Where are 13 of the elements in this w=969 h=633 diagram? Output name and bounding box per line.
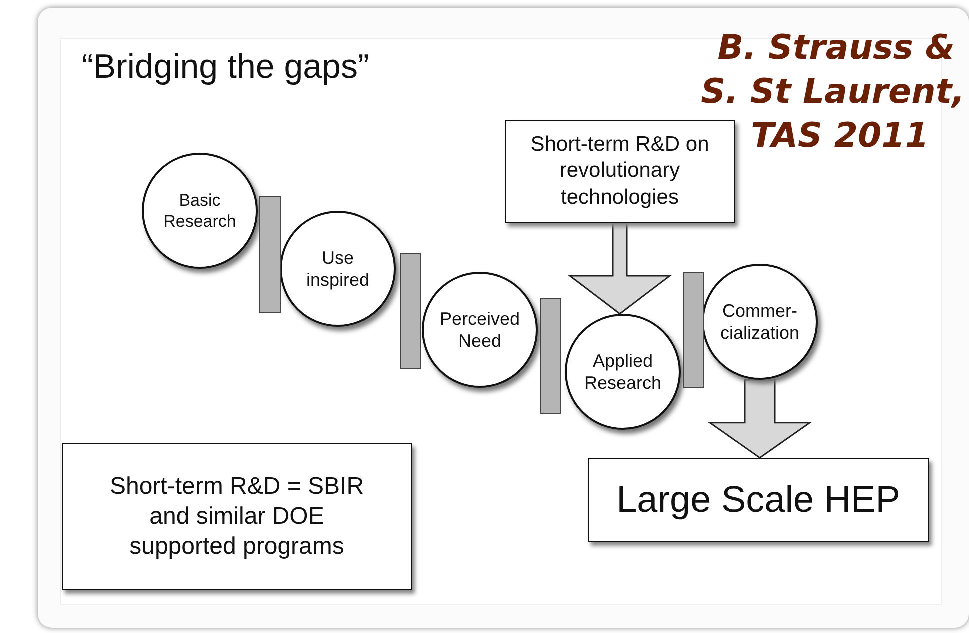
text-box: Short-term R&D on revolutionary technologies [505, 120, 735, 223]
text-box: Large Scale HEP [588, 458, 929, 542]
gap-bar [259, 196, 281, 313]
citation-text: TAS 2011 [751, 116, 929, 156]
text-box: Short-term R&D = SBIR and similar DOE supported programs [62, 443, 412, 590]
title: “Bridging the gaps” [82, 48, 370, 87]
citation-text: S. St Laurent, [701, 72, 965, 112]
block-arrow [568, 222, 672, 315]
gap-bar [683, 272, 704, 388]
block-arrow [708, 379, 812, 459]
gap-bar [540, 298, 561, 414]
citation-text: B. Strauss & [718, 28, 955, 68]
gap-bar [400, 253, 421, 369]
